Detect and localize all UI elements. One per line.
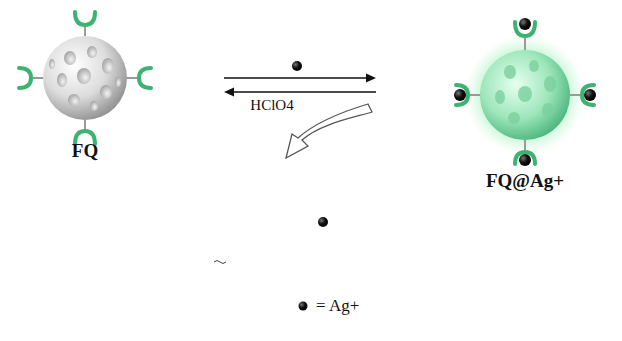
legend-text: = Ag+ <box>316 296 359 316</box>
reaction-arrow <box>224 88 376 97</box>
node-label: FQ <box>72 140 98 162</box>
reaction-arrow <box>224 74 376 83</box>
sphere-node: FQ <box>10 20 222 170</box>
squiggle <box>214 261 226 264</box>
fq-ag-sphere <box>454 18 596 166</box>
node-label: FQ@Ag+ <box>486 170 564 192</box>
release-arrow <box>286 104 372 158</box>
legend-dot <box>299 302 308 311</box>
ag-ion <box>318 217 328 227</box>
sphere-node: FQ@Ag+ <box>378 30 614 190</box>
ag-ion <box>292 61 302 71</box>
fq-sphere <box>19 12 151 144</box>
reagent-label: HClO4 <box>248 97 295 114</box>
